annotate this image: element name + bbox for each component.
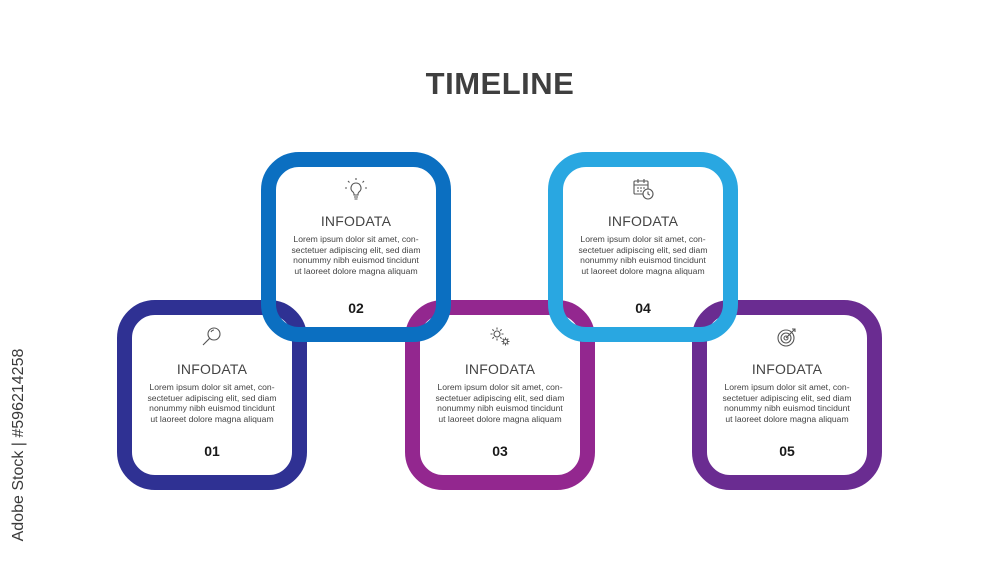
step-number: 05 (779, 443, 795, 459)
calendar-clock-icon (631, 177, 655, 201)
step-heading: INFODATA (607, 213, 679, 229)
step-heading: INFODATA (320, 213, 392, 229)
gears-icon (488, 325, 512, 349)
step-content-03: INFODATA Lorem ipsum dolor sit amet, con… (405, 325, 595, 424)
step-content-05: INFODATA Lorem ipsum dolor sit amet, con… (692, 325, 882, 424)
step-heading: INFODATA (176, 361, 248, 377)
step-number: 04 (635, 300, 651, 316)
step-heading: INFODATA (751, 361, 823, 377)
step-number: 03 (492, 443, 508, 459)
step-content-04: INFODATA Lorem ipsum dolor sit amet, con… (548, 177, 738, 276)
step-card-02 (261, 152, 451, 342)
step-description: Lorem ipsum dolor sit amet, con- sectetu… (578, 234, 708, 276)
step-content-01: INFODATA Lorem ipsum dolor sit amet, con… (117, 325, 307, 424)
step-description: Lorem ipsum dolor sit amet, con- sectetu… (147, 382, 277, 424)
step-description: Lorem ipsum dolor sit amet, con- sectetu… (722, 382, 852, 424)
step-number: 01 (204, 443, 220, 459)
step-heading: INFODATA (464, 361, 536, 377)
lightbulb-icon (344, 177, 368, 201)
magnifier-icon (200, 325, 224, 349)
step-content-02: INFODATA Lorem ipsum dolor sit amet, con… (261, 177, 451, 276)
page-title: TIMELINE (425, 66, 575, 101)
step-description: Lorem ipsum dolor sit amet, con- sectetu… (435, 382, 565, 424)
step-description: Lorem ipsum dolor sit amet, con- sectetu… (291, 234, 421, 276)
step-number: 02 (348, 300, 364, 316)
step-card-05 (692, 300, 882, 490)
step-card-03 (405, 300, 595, 490)
step-card-04 (548, 152, 738, 342)
stock-watermark: Adobe Stock | #596214258 (10, 348, 27, 542)
target-icon (775, 325, 799, 349)
step-card-01 (117, 300, 307, 490)
